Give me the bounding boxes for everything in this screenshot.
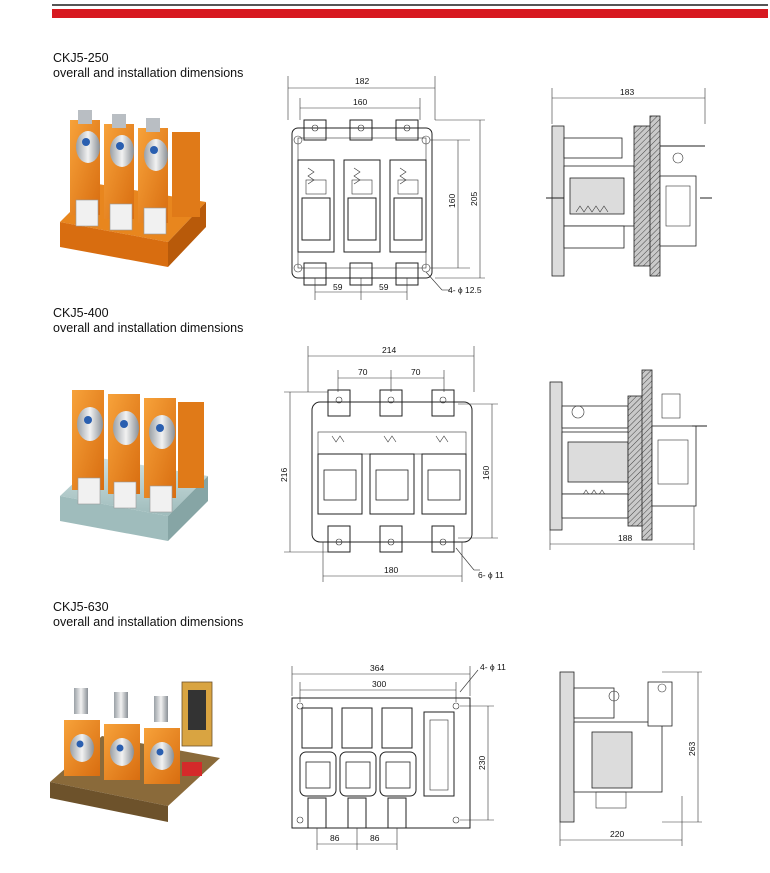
dim-mount-width: 180 xyxy=(384,565,398,575)
dim-pole-pitch-1: 70 xyxy=(358,367,368,377)
dim-mount-height: 160 xyxy=(447,194,457,208)
dim-overall-width: 364 xyxy=(370,663,384,673)
dim-side-height: 263 xyxy=(687,742,697,756)
dim-mount-holes: 6- ϕ 11 xyxy=(478,570,504,580)
dim-overall-width: 182 xyxy=(355,76,369,86)
side-view-drawing: 183 xyxy=(546,87,712,277)
model-name: CKJ5-250 xyxy=(53,51,109,65)
section-title: CKJ5-250 overall and installation dimens… xyxy=(53,51,243,81)
dim-mount-height: 160 xyxy=(481,466,491,480)
contactor-photo xyxy=(60,110,206,267)
side-view-drawing: 188 xyxy=(549,369,707,550)
section-subtitle: overall and installation dimensions xyxy=(53,321,244,335)
dim-depth: 220 xyxy=(610,829,624,839)
front-view-drawing: 214 70 70 216 160 xyxy=(279,345,504,582)
front-view-drawing: 364 300 4- ϕ 11 230 86 86 xyxy=(291,662,506,850)
contactor-photo xyxy=(60,390,208,541)
dim-mount-holes: 4- ϕ 11 xyxy=(480,662,506,672)
dim-depth: 183 xyxy=(620,87,634,97)
dim-pole-pitch-1: 86 xyxy=(330,833,340,843)
dim-pole-pitch-2: 70 xyxy=(411,367,421,377)
dim-mount-height: 230 xyxy=(477,756,487,770)
model-name: CKJ5-400 xyxy=(53,306,109,320)
dim-overall-height: 205 xyxy=(469,192,479,206)
section-subtitle: overall and installation dimensions xyxy=(53,615,244,629)
section-title: CKJ5-400 overall and installation dimens… xyxy=(53,306,243,336)
model-name: CKJ5-630 xyxy=(53,600,109,614)
dim-pole-pitch-1: 59 xyxy=(333,282,343,292)
header-accent-bar xyxy=(52,9,768,18)
section-title: CKJ5-630 overall and installation dimens… xyxy=(53,600,243,630)
dim-mount-width: 160 xyxy=(353,97,367,107)
dim-pole-pitch-2: 86 xyxy=(370,833,380,843)
front-view-drawing: 182 160 160 xyxy=(287,76,485,300)
section-subtitle: overall and installation dimensions xyxy=(53,66,244,80)
side-view-drawing: 263 220 xyxy=(559,671,702,846)
dim-depth: 188 xyxy=(618,533,632,543)
dim-overall-height: 216 xyxy=(279,468,289,482)
dim-mount-holes: 4- ϕ 12.5 xyxy=(448,285,482,295)
header-rule xyxy=(52,4,768,6)
dim-mount-width: 300 xyxy=(372,679,386,689)
dim-overall-width: 214 xyxy=(382,345,396,355)
dim-pole-pitch-2: 59 xyxy=(379,282,389,292)
contactor-photo xyxy=(50,681,220,822)
